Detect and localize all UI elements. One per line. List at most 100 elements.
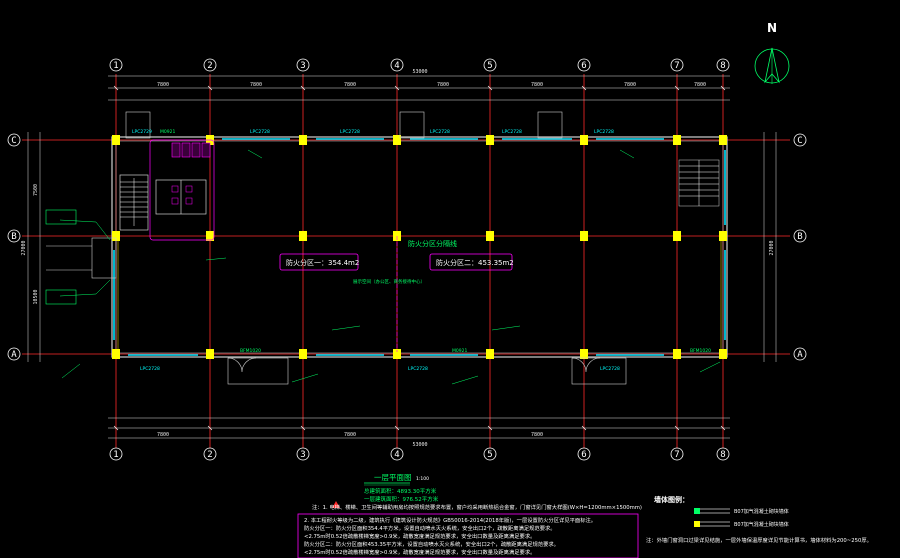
axis-bubble-top-7: 7 bbox=[670, 58, 684, 72]
dim-bay-6: 7800 bbox=[624, 82, 636, 88]
svg-text:A: A bbox=[11, 350, 17, 360]
north-arrow: N bbox=[754, 21, 790, 84]
axis-bubble-right-C: C bbox=[793, 133, 807, 147]
axis-bubble-top-2: 2 bbox=[203, 58, 217, 72]
legend-item-2: B07加气混凝土砌块墙体 bbox=[734, 521, 789, 528]
function-note: 展示空间（办公区、商务接待中心） bbox=[353, 278, 425, 285]
svg-text:1: 1 bbox=[113, 450, 118, 460]
axis-bubble-top-3: 3 bbox=[296, 58, 310, 72]
svg-text:7: 7 bbox=[674, 61, 679, 71]
column bbox=[580, 349, 588, 359]
door-label: M0921 bbox=[452, 348, 467, 354]
column bbox=[719, 135, 727, 145]
window-label: LPC2728 bbox=[430, 129, 450, 135]
window-label: LPC2729 bbox=[132, 129, 152, 135]
axis-bubble-bottom-3: 3 bbox=[296, 447, 310, 461]
column bbox=[673, 135, 681, 145]
svg-text:6: 6 bbox=[581, 450, 586, 460]
axis-bubble-bottom-4: 4 bbox=[390, 447, 404, 461]
note-line-2: 防火分区一：防火分区面积354.4平方米，设置自动喷水灭火系统，安全出口2个，疏… bbox=[304, 524, 556, 532]
column bbox=[299, 231, 307, 241]
dim-bay-b5: 7800 bbox=[531, 432, 543, 438]
notes-block: 注：1. 电梯、楼梯、卫生间等辅助用房均按照规范要求布置，窗户均采用断热铝合金窗… bbox=[297, 501, 872, 558]
axis-bubble-bottom-2: 2 bbox=[203, 447, 217, 461]
svg-text:2: 2 bbox=[207, 450, 212, 460]
dim-bay-4: 7800 bbox=[437, 82, 449, 88]
axis-bubble-bottom-8: 8 bbox=[716, 447, 730, 461]
svg-text:B: B bbox=[797, 232, 802, 242]
column bbox=[486, 349, 494, 359]
annotation-leaders bbox=[59, 149, 721, 385]
entrance-details bbox=[45, 111, 627, 385]
zone-area-left: 防火分区一：354.4m2 bbox=[286, 258, 359, 267]
axis-bubbles: 1 2 3 4 5 6 7 8 1 2 3 4 5 6 7 8 C B A C … bbox=[7, 58, 807, 461]
door-label: BFM1020 bbox=[690, 348, 711, 354]
svg-text:4: 4 bbox=[394, 450, 399, 460]
svg-text:4: 4 bbox=[394, 61, 399, 71]
note-intro: 注：1. 电梯、楼梯、卫生间等辅助用房均按照规范要求布置，窗户均采用断热铝合金窗… bbox=[312, 503, 642, 511]
dim-top-total: 53000 bbox=[412, 69, 427, 75]
window-label: LPC2728 bbox=[502, 129, 522, 135]
column bbox=[393, 135, 401, 145]
window-label: LPC2728 bbox=[408, 366, 428, 372]
axis-bubble-top-6: 6 bbox=[577, 58, 591, 72]
opening-labels: LPC2729 LPC2728 LPC2728 LPC2728 LPC2728 … bbox=[132, 129, 711, 372]
svg-text:C: C bbox=[797, 136, 802, 146]
window-label: LPC2728 bbox=[250, 129, 270, 135]
svg-text:2: 2 bbox=[207, 61, 212, 71]
window-label: LPC2728 bbox=[600, 366, 620, 372]
dim-bay-b3: 7800 bbox=[344, 432, 356, 438]
axis-bubble-top-4: 4 bbox=[390, 58, 404, 72]
wall-legend: 墙体图例： B07加气混凝土砌块墙体 B07加气混凝土砌块墙体 bbox=[654, 495, 789, 528]
total-area: 总建筑面积：4893.30平方米 bbox=[364, 487, 437, 495]
axis-bubble-top-1: 1 bbox=[109, 58, 123, 72]
zone-area-right: 防火分区二：453.35m2 bbox=[436, 258, 514, 267]
svg-text:C: C bbox=[11, 136, 16, 146]
window-label: LPC2728 bbox=[140, 366, 160, 372]
svg-text:5: 5 bbox=[487, 450, 492, 460]
column bbox=[719, 349, 727, 359]
dimension-lines bbox=[27, 75, 777, 439]
column bbox=[673, 349, 681, 359]
left-stair bbox=[120, 178, 148, 226]
column bbox=[206, 231, 214, 241]
dim-bay-2: 7800 bbox=[250, 82, 262, 88]
zone-box-left bbox=[279, 253, 359, 271]
axis-bubble-left-C: C bbox=[7, 133, 21, 147]
column bbox=[393, 349, 401, 359]
svg-text:7: 7 bbox=[674, 450, 679, 460]
svg-text:5: 5 bbox=[487, 61, 492, 71]
column bbox=[112, 135, 120, 145]
note-line-3: <2.75m时0.52倍疏散楼梯宽度>0.9米，疏散宽度满足规范要求，安全出口数… bbox=[304, 532, 535, 540]
dim-bay-3: 7800 bbox=[344, 82, 356, 88]
axis-bubble-left-B: B bbox=[7, 229, 21, 243]
svg-text:6: 6 bbox=[581, 61, 586, 71]
svg-text:8: 8 bbox=[720, 61, 725, 71]
toilet-stalls bbox=[171, 142, 211, 158]
svg-text:8: 8 bbox=[720, 450, 725, 460]
axis-bubble-right-B: B bbox=[793, 229, 807, 243]
axis-bubble-bottom-1: 1 bbox=[109, 447, 123, 461]
svg-text:3: 3 bbox=[300, 61, 305, 71]
note-side: 注：外墙门窗洞口过梁详见结施，一层外墙保温厚度详见节能计算书，墙体材料为200~… bbox=[646, 536, 872, 544]
dim-bay-1: 7800 bbox=[157, 82, 169, 88]
axis-bubble-bottom-6: 6 bbox=[577, 447, 591, 461]
dim-right-total: 27000 bbox=[769, 240, 775, 255]
column bbox=[673, 231, 681, 241]
axis-bubble-left-A: A bbox=[7, 347, 21, 361]
legend-title: 墙体图例： bbox=[654, 495, 689, 504]
svg-text:B: B bbox=[11, 232, 16, 242]
column bbox=[486, 135, 494, 145]
column bbox=[580, 135, 588, 145]
title-block: 一层平面图 1:100 总建筑面积：4893.30平方米 一层建筑面积：976.… bbox=[364, 473, 439, 503]
dim-left-row-2: 10500 bbox=[33, 289, 39, 304]
legend-item-1: B07加气混凝土砌块墙体 bbox=[734, 508, 789, 515]
window-label: LPC2728 bbox=[594, 129, 614, 135]
drawing-title: 一层平面图 bbox=[374, 473, 412, 482]
column bbox=[299, 135, 307, 145]
floor-area: 一层建筑面积：976.52平方米 bbox=[364, 495, 439, 503]
axis-bubble-right-A: A bbox=[793, 347, 807, 361]
door-label: BFM1020 bbox=[240, 348, 261, 354]
column bbox=[719, 231, 727, 241]
